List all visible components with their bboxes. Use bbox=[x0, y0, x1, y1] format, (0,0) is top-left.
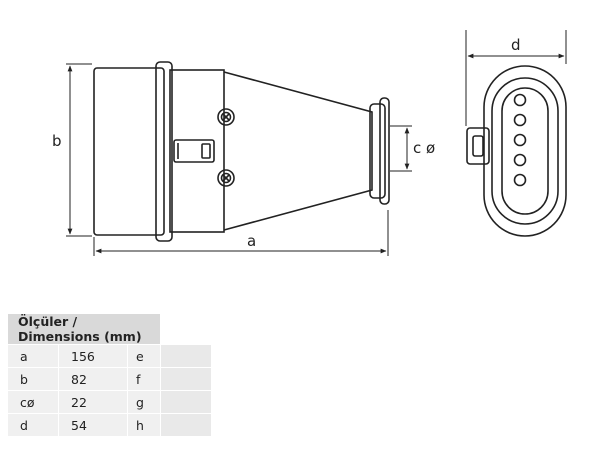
collar-ring bbox=[155, 61, 173, 242]
pin-insert bbox=[501, 87, 549, 215]
cable-gland bbox=[369, 103, 386, 199]
contact-holes bbox=[513, 93, 527, 187]
technical-drawing: b a c ø d bbox=[52, 30, 567, 256]
dimension-c-label: c ø bbox=[413, 139, 435, 157]
front-tab bbox=[466, 127, 490, 165]
dimension-a-label: a bbox=[247, 232, 256, 250]
table-cell-key: a bbox=[7, 344, 59, 368]
dimension-c bbox=[390, 125, 412, 172]
mid-housing bbox=[169, 69, 225, 233]
screw-bottom bbox=[217, 169, 235, 187]
table-cell-key2: e bbox=[127, 344, 161, 368]
table-cell-value: 156 bbox=[58, 344, 128, 368]
gland-ring bbox=[379, 97, 390, 205]
table-cell-value2 bbox=[160, 390, 212, 414]
table-cell-key: cø bbox=[7, 390, 59, 414]
dimension-a bbox=[93, 210, 389, 256]
table-cell-value: 22 bbox=[58, 390, 128, 414]
table-cell-value2 bbox=[160, 367, 212, 391]
dimension-d bbox=[465, 30, 567, 126]
table-cell-key2: g bbox=[127, 390, 161, 414]
cable-cone bbox=[223, 71, 373, 231]
table-cell-key: d bbox=[7, 413, 59, 437]
table-cell-value: 82 bbox=[58, 367, 128, 391]
front-view bbox=[466, 65, 567, 237]
screw-top bbox=[217, 108, 235, 126]
dimension-b-label: b bbox=[52, 132, 62, 150]
table-title: Ölçüler / Dimensions (mm) bbox=[7, 313, 161, 345]
side-latch bbox=[173, 139, 215, 163]
table-cell-key2: f bbox=[127, 367, 161, 391]
table-cell-value2 bbox=[160, 413, 212, 437]
front-inner-shell bbox=[491, 77, 559, 225]
dimension-b bbox=[66, 63, 92, 237]
dimension-d-label: d bbox=[511, 36, 521, 54]
table-cell-key2: h bbox=[127, 413, 161, 437]
front-outer-shell bbox=[483, 65, 567, 237]
table-cell-value2 bbox=[160, 344, 212, 368]
rear-body bbox=[93, 67, 165, 236]
table-cell-value: 54 bbox=[58, 413, 128, 437]
table-cell-key: b bbox=[7, 367, 59, 391]
side-view bbox=[93, 61, 390, 242]
